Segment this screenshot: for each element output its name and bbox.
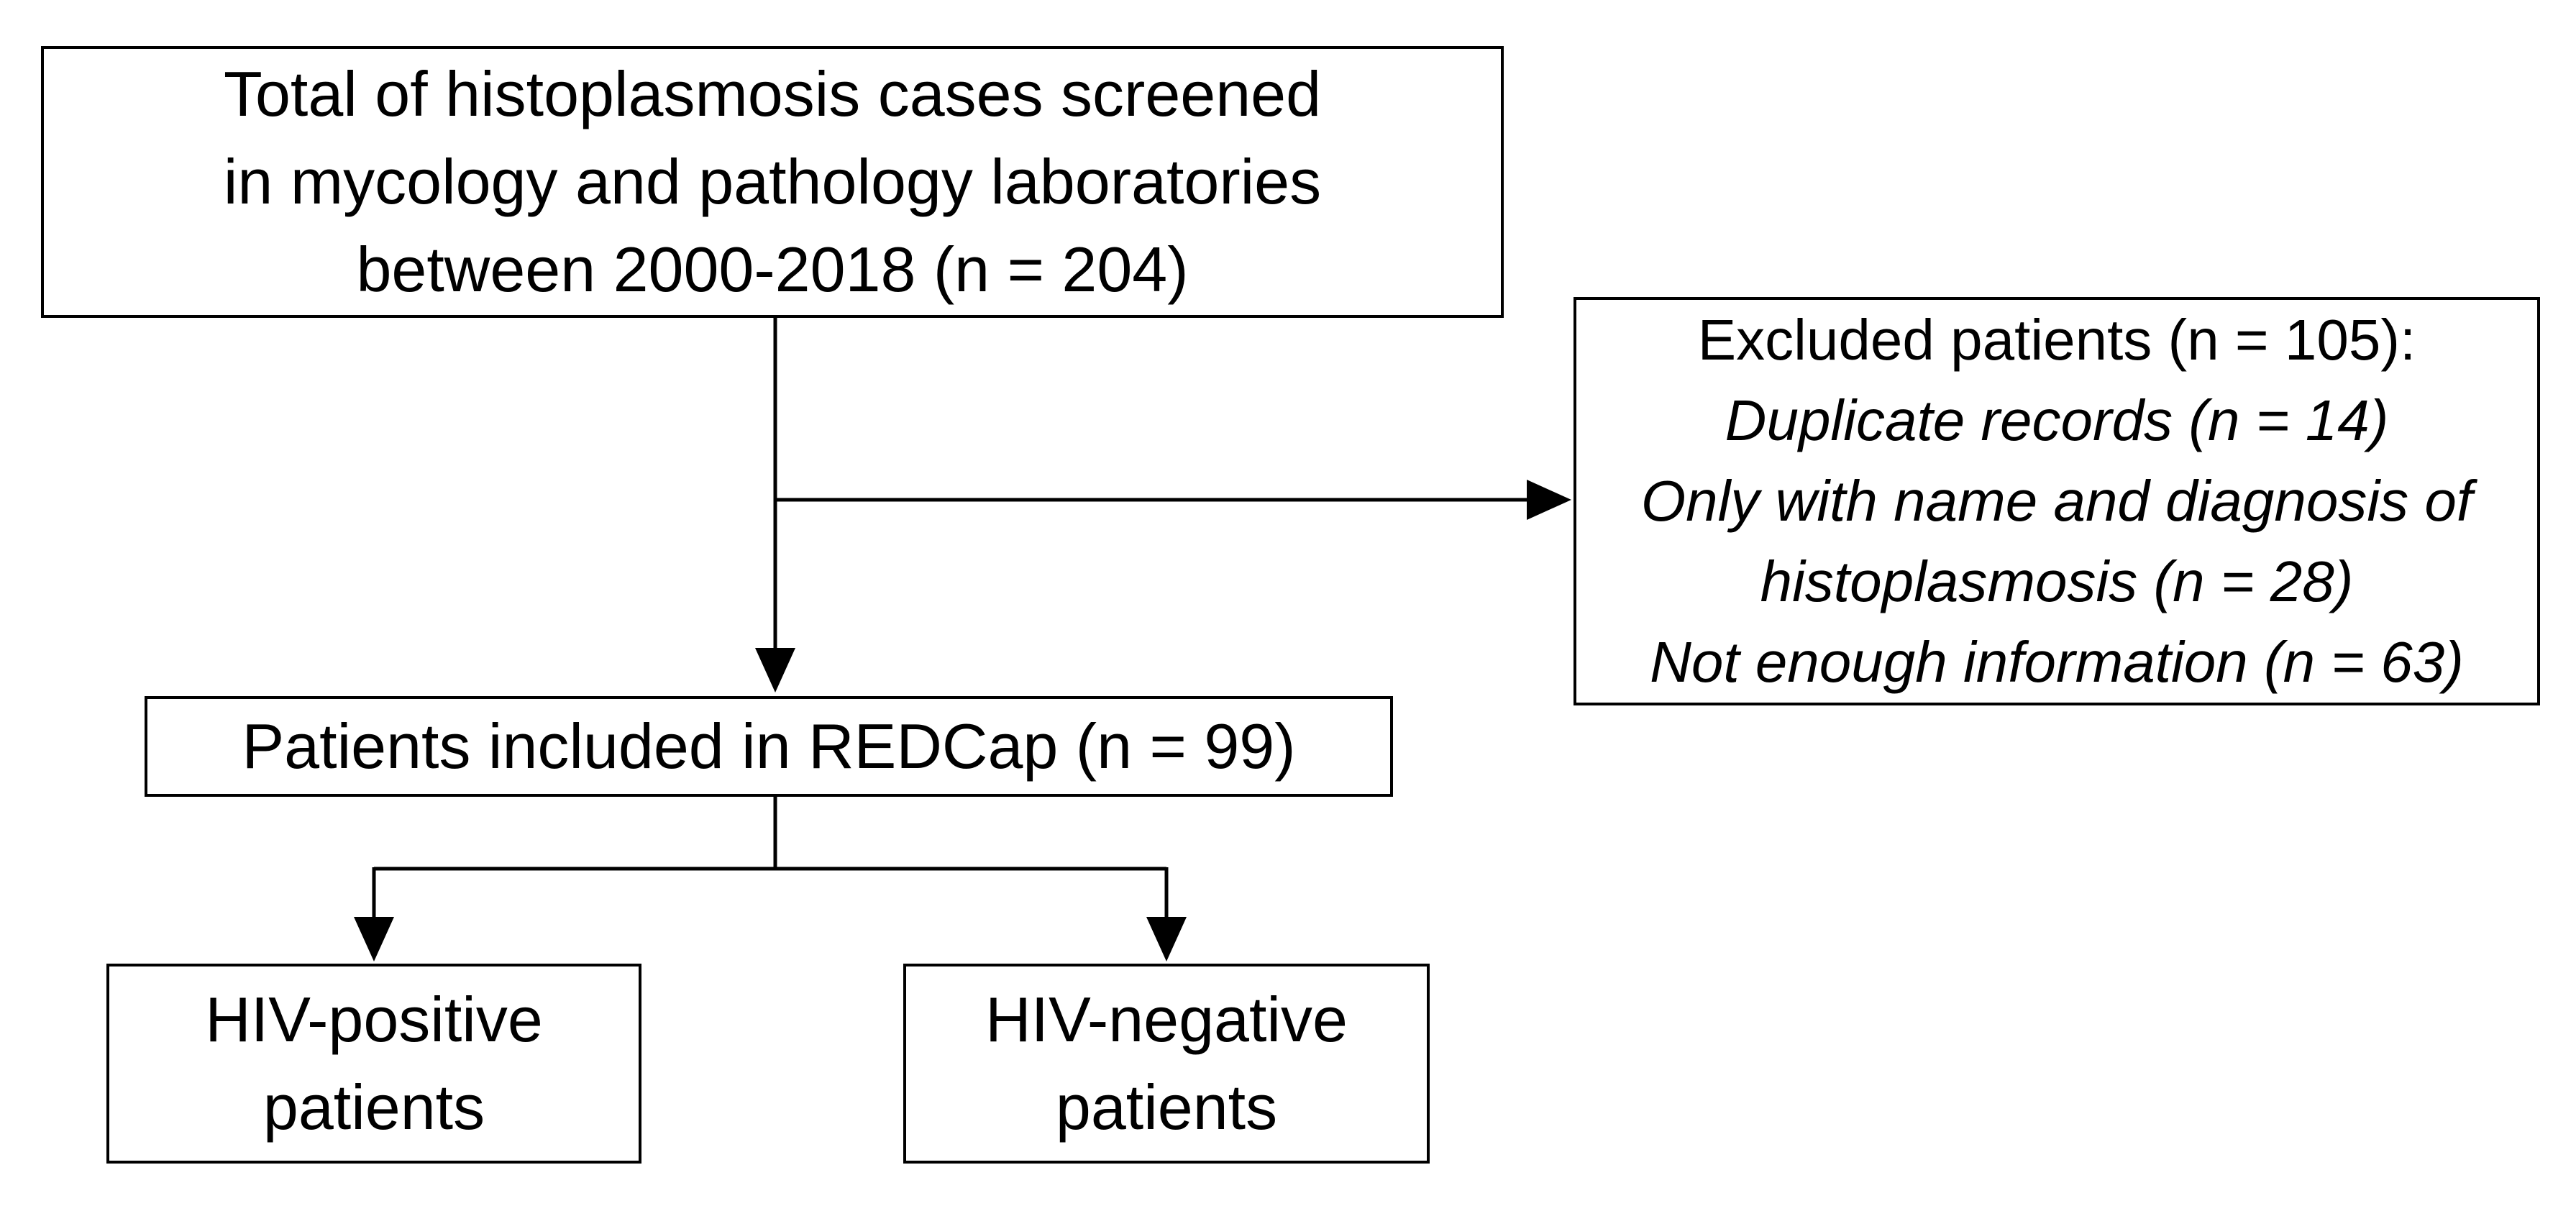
- screened-line-2: in mycology and pathology laboratories: [223, 146, 1322, 217]
- node-screened-total: Total of histoplasmosis cases screened i…: [41, 46, 1504, 318]
- hiv-positive-label: HIV-positive patients: [205, 984, 543, 1143]
- node-hiv-positive: HIV-positive patients: [106, 964, 641, 1164]
- excluded-reason-not-enough-info: Not enough information (n = 63): [1650, 630, 2464, 694]
- node-hiv-negative: HIV-negative patients: [903, 964, 1430, 1164]
- excluded-reason-duplicates: Duplicate records (n = 14): [1725, 388, 2389, 452]
- arrowhead-split-to-hiv-positive: [354, 917, 394, 961]
- excluded-title: Excluded patients (n = 105):: [1697, 308, 2416, 372]
- screened-line-3: between 2000-2018 (n = 204): [356, 234, 1189, 305]
- hiv-negative-label: HIV-negative patients: [985, 984, 1348, 1143]
- included-label: Patients included in REDCap (n = 99): [242, 710, 1296, 782]
- node-excluded-patients: Excluded patients (n = 105): Duplicate r…: [1574, 297, 2540, 705]
- arrowhead-screened-to-included: [755, 648, 795, 693]
- node-included-redcap: Patients included in REDCap (n = 99): [145, 696, 1393, 797]
- arrowhead-screened-to-excluded: [1527, 480, 1571, 520]
- arrowhead-split-to-hiv-negative: [1146, 917, 1187, 961]
- excluded-reason-name-only: Only with name and diagnosis of histopla…: [1640, 469, 2473, 613]
- screened-line-1: Total of histoplasmosis cases screened: [223, 58, 1322, 129]
